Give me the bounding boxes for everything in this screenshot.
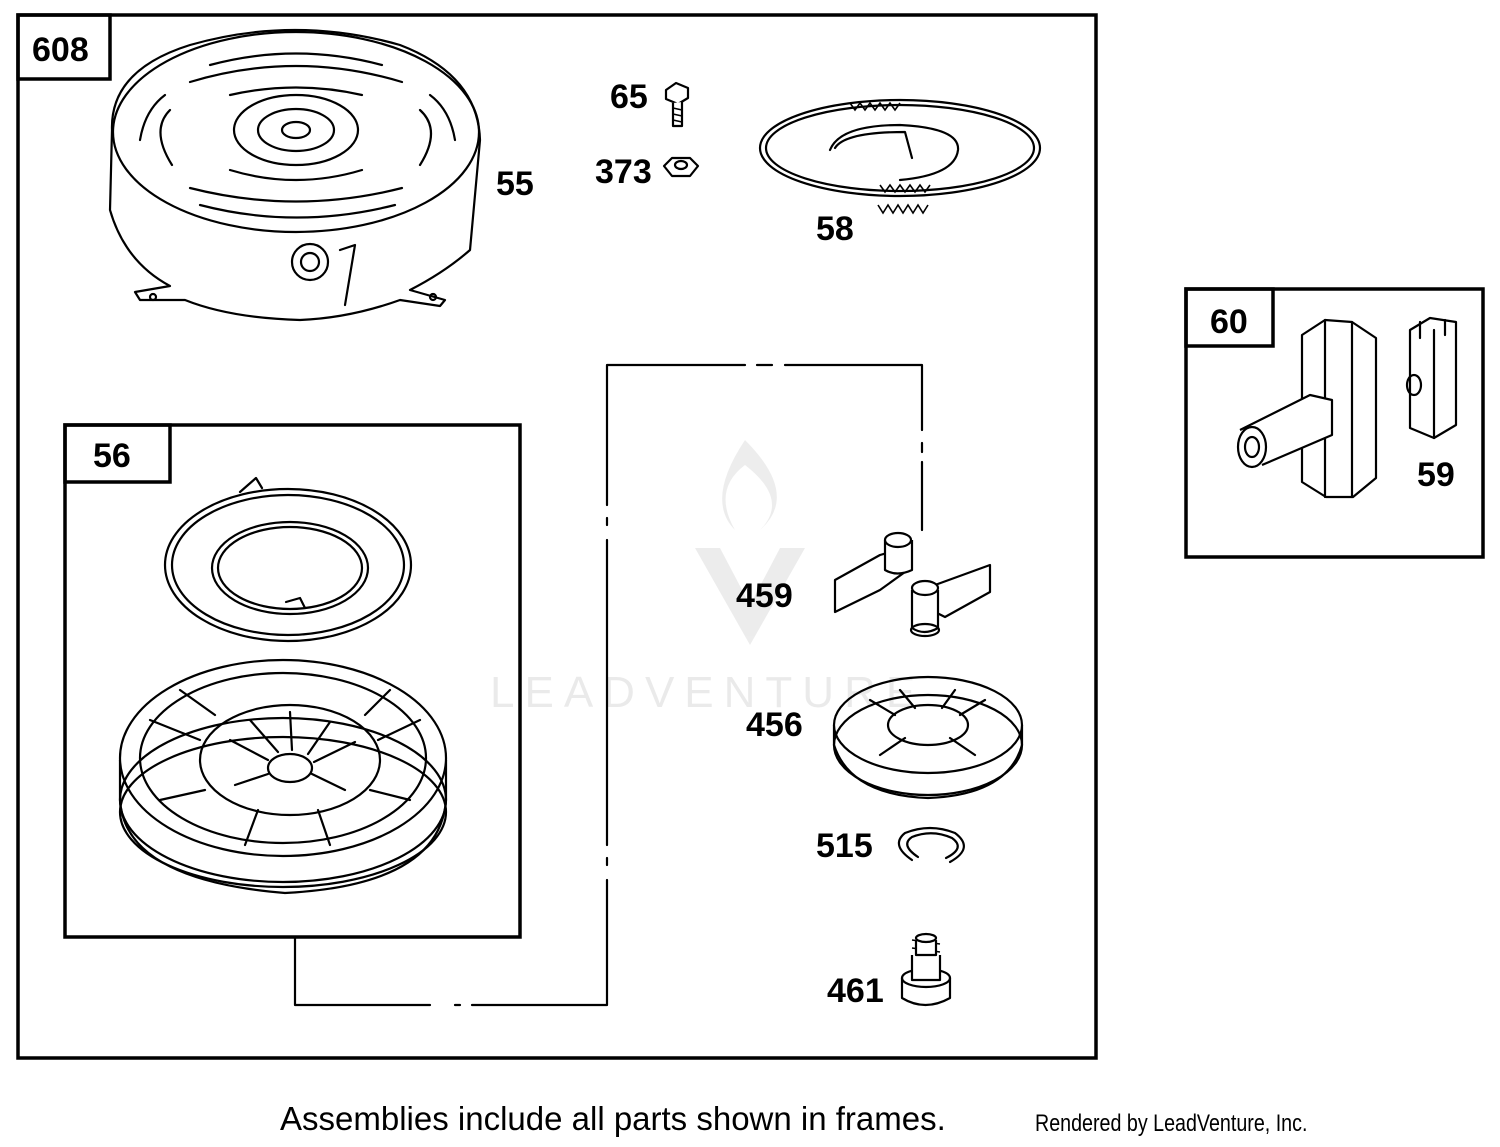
frame-label-608: 608 xyxy=(32,31,89,69)
part-label-461: 461 xyxy=(827,972,884,1010)
part-label-459: 459 xyxy=(736,577,793,615)
footer-caption: Assemblies include all parts shown in fr… xyxy=(280,1100,946,1137)
rendered-by-credit: Rendered by LeadVenture, Inc. xyxy=(1035,1110,1308,1137)
screw-65 xyxy=(664,81,690,128)
frame-608: 608 xyxy=(16,13,1098,1060)
handle-insert-59 xyxy=(1405,316,1458,440)
starter-dogs-459 xyxy=(833,531,992,638)
connector-lines xyxy=(293,363,924,1007)
starter-rope-58 xyxy=(758,98,1042,215)
rewind-spring xyxy=(163,476,413,643)
retainer-456 xyxy=(832,675,1024,800)
part-label-373: 373 xyxy=(595,153,652,191)
part-label-55: 55 xyxy=(496,165,534,203)
part-label-58: 58 xyxy=(816,210,854,248)
nut-373 xyxy=(662,156,700,178)
retaining-ring-515 xyxy=(897,826,965,864)
watermark-logo xyxy=(695,440,805,645)
center-pin-461 xyxy=(900,932,952,1007)
part-label-515: 515 xyxy=(816,827,873,865)
frame-60: 60 xyxy=(1184,287,1485,559)
frame-label-56: 56 xyxy=(93,437,131,475)
watermark-text: LEADVENTURE xyxy=(490,668,926,717)
starter-housing-55 xyxy=(108,28,482,322)
part-label-456: 456 xyxy=(746,706,803,744)
frame-label-60: 60 xyxy=(1210,303,1248,341)
starter-handle xyxy=(1236,318,1378,499)
part-label-59: 59 xyxy=(1417,456,1455,494)
rewind-pulley xyxy=(118,658,448,895)
part-label-65: 65 xyxy=(610,78,648,116)
frame-56: 56 xyxy=(63,423,522,939)
